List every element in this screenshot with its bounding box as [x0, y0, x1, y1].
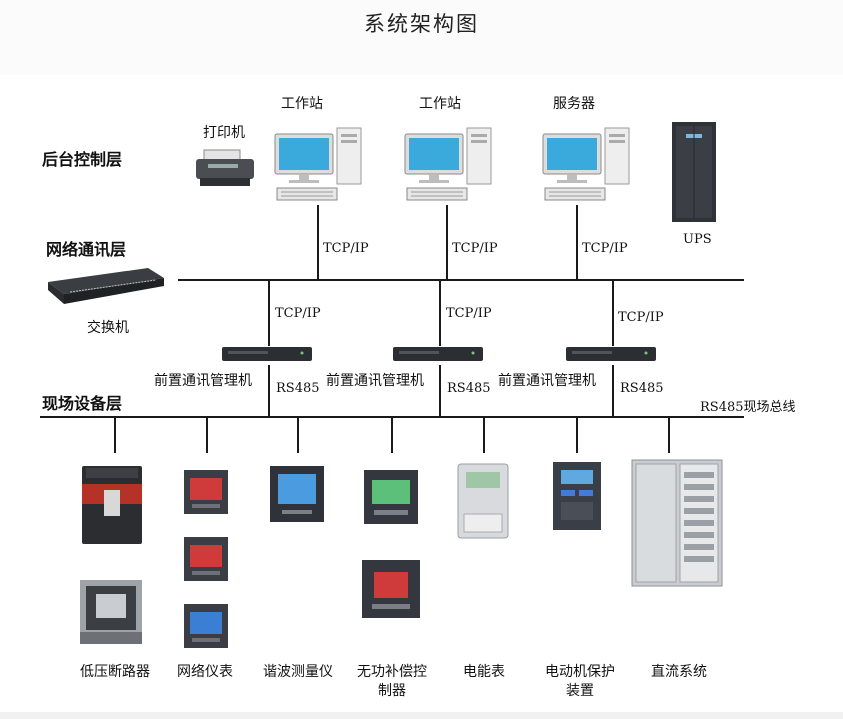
link-workstation-2 — [446, 205, 448, 280]
gateway-2-icon — [393, 347, 483, 361]
motor-protection-label-line2: 装置 — [566, 683, 594, 699]
reactive-controller-2-icon — [362, 560, 420, 618]
gateway-1-icon — [222, 347, 312, 361]
drop-reactive — [391, 417, 393, 453]
network-meter-3-icon — [184, 604, 228, 648]
reactive-controller-label-line2: 制器 — [378, 683, 406, 699]
drop-energy — [483, 417, 485, 453]
harmonic-meter-icon — [270, 466, 324, 522]
air-circuit-breaker-icon — [80, 580, 142, 644]
rs485-label-3: RS485 — [620, 381, 664, 396]
server-icon — [542, 127, 630, 201]
tcpip-network-bus — [178, 279, 744, 281]
header-band — [0, 0, 843, 75]
workstation-1-label: 工作站 — [281, 96, 323, 112]
layer-label-field: 现场设备层 — [42, 394, 123, 413]
ups-icon — [672, 122, 716, 222]
link-server — [576, 205, 578, 280]
footer-band — [0, 712, 843, 719]
tcpip-label-4: TCP/IP — [275, 306, 321, 321]
server-label: 服务器 — [553, 96, 595, 112]
tcpip-label-6: TCP/IP — [618, 310, 664, 325]
motor-protection-label-line1: 电动机保护 — [545, 664, 615, 680]
breaker-label: 低压断路器 — [80, 664, 150, 680]
network-meter-2-icon — [184, 537, 228, 581]
workstation-2-label: 工作站 — [419, 96, 461, 112]
rs485-link-2 — [439, 365, 441, 417]
reactive-controller-label-line1: 无功补偿控 — [357, 664, 427, 680]
drop-harmonic — [297, 417, 299, 453]
drop-dc — [668, 417, 670, 453]
network-meter-1-icon — [184, 470, 228, 514]
drop-meter — [206, 417, 208, 453]
link-gateway-1 — [268, 280, 270, 346]
tcpip-label-1: TCP/IP — [323, 241, 369, 256]
rs485-link-1 — [268, 365, 270, 417]
motor-protection-icon — [553, 462, 601, 530]
gateway-3-label: 前置通讯管理机 — [498, 373, 596, 389]
printer-label: 打印机 — [203, 125, 245, 141]
harmonic-meter-label: 谐波测量仪 — [263, 664, 333, 680]
printer-icon — [196, 149, 254, 186]
drop-breaker — [114, 417, 116, 453]
ups-label: UPS — [683, 232, 712, 247]
tcpip-label-2: TCP/IP — [452, 241, 498, 256]
link-gateway-2 — [439, 280, 441, 346]
dc-system-label: 直流系统 — [651, 664, 707, 680]
network-switch-icon — [48, 268, 164, 304]
energy-meter-label: 电能表 — [463, 664, 505, 680]
switch-label: 交换机 — [87, 320, 129, 336]
dc-system-icon — [631, 459, 723, 587]
gateway-1-label: 前置通讯管理机 — [154, 373, 252, 389]
rs485-link-3 — [612, 365, 614, 417]
energy-meter-icon — [457, 463, 509, 539]
workstation-1-icon — [274, 127, 362, 201]
gateway-2-label: 前置通讯管理机 — [326, 373, 424, 389]
workstation-2-icon — [404, 127, 492, 201]
layer-label-network: 网络通讯层 — [46, 240, 127, 259]
diagram-title: 系统架构图 — [364, 12, 479, 36]
low-voltage-breaker-icon — [82, 466, 142, 544]
link-gateway-3 — [612, 280, 614, 346]
tcpip-label-5: TCP/IP — [446, 306, 492, 321]
rs485-bus-label: RS485现场总线 — [700, 400, 796, 415]
rs485-label-1: RS485 — [276, 381, 320, 396]
network-meter-label: 网络仪表 — [177, 664, 233, 680]
rs485-label-2: RS485 — [447, 381, 491, 396]
link-workstation-1 — [317, 205, 319, 280]
layer-label-backend: 后台控制层 — [42, 150, 123, 169]
tcpip-label-3: TCP/IP — [582, 241, 628, 256]
gateway-3-icon — [566, 347, 656, 361]
drop-motor — [576, 417, 578, 453]
reactive-controller-1-icon — [364, 470, 418, 524]
